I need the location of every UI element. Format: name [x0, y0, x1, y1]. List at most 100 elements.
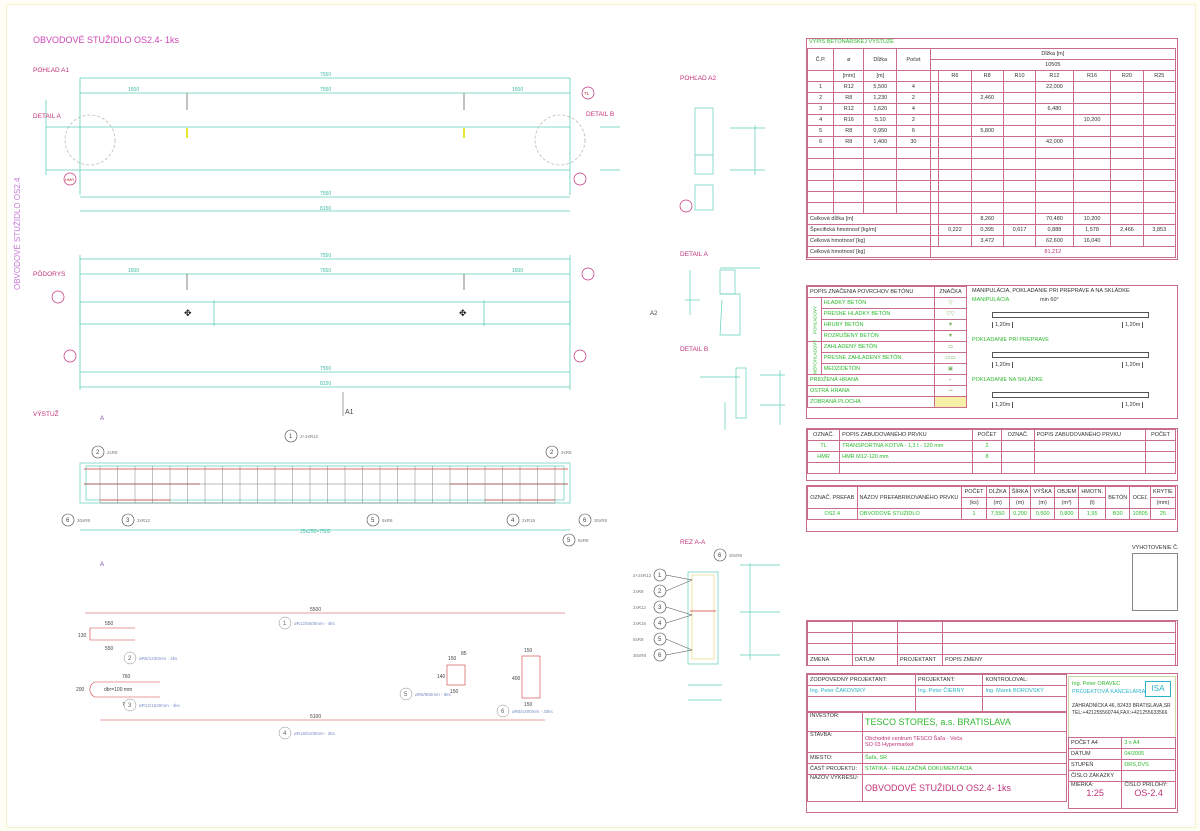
rebar-empty: [929, 169, 940, 181]
handling-left-distance: 1,20m: [992, 402, 1014, 408]
surface-row: MEDZIDETÓN▣: [808, 363, 968, 375]
handling-right-distance: 1,20m: [1122, 322, 1144, 328]
rebar-summary-label: Špecifická hmotnosť [kg/m]: [807, 224, 931, 236]
element-header: BETÓN: [1105, 486, 1131, 509]
revision-empty: [852, 632, 898, 644]
embedded-empty: [1145, 462, 1176, 474]
rebar-summary-value: [1110, 213, 1144, 225]
section-callout-number: 1: [658, 573, 662, 579]
bar-callout-circle: [61, 513, 75, 527]
rebar-empty: [1142, 180, 1177, 192]
rebar-summary-value: 0,888: [1035, 224, 1074, 236]
rebar-length: 1,400: [863, 136, 898, 148]
rebar-empty: [833, 158, 865, 170]
rebar-empty: [938, 147, 972, 159]
rebar-header-3: Počet: [896, 48, 931, 71]
shape3-dim-top: 760: [122, 674, 131, 680]
rebar-empty: [1142, 147, 1177, 159]
handling-title: POKLADANIE NA SKLÁDKE: [972, 377, 1043, 383]
rebar-header-2: Dĺžka: [863, 48, 898, 71]
section-callout-label: 2xR12: [633, 605, 647, 610]
element-unit: (m): [985, 497, 1010, 509]
rebar-length: 0,950: [863, 125, 898, 137]
detail-a-view: [685, 267, 760, 336]
rebar-length: 5,10: [863, 114, 898, 126]
revision-empty: [807, 643, 853, 655]
date-label: DÁTUM: [1067, 748, 1123, 760]
rebar-value: [1002, 103, 1037, 115]
embedded-header: POČET: [971, 429, 1003, 441]
dim-seg-right: 1500: [512, 87, 523, 93]
shape-callout-number: 4: [283, 731, 287, 737]
rebar-empty: [929, 202, 940, 214]
rebar-value: [970, 81, 1004, 93]
rebar-cell: [929, 213, 940, 225]
rebar-cell: [929, 70, 940, 82]
leader-line: [665, 574, 693, 581]
rebar-summary-value: [1002, 213, 1037, 225]
order-label: ČÍSLO ZÁKAZKY: [1067, 770, 1123, 782]
bar-callout-number: 2: [96, 450, 100, 456]
bar-callout-number: 4: [511, 518, 515, 524]
shape-callout-label: øR8/1230mm - 2ks: [139, 656, 178, 661]
detail-b-view: [700, 367, 785, 430]
rebar-empty: [896, 169, 931, 181]
rebar-empty: [1002, 158, 1037, 170]
embedded-empty: [839, 462, 973, 474]
rebar-empty: [1072, 202, 1112, 214]
rebar-value: [1110, 114, 1144, 126]
rebar-empty: [806, 202, 835, 214]
element-header: POČET: [961, 486, 987, 498]
bar-callout-number: 5: [567, 538, 571, 544]
section-callout-circle: [713, 548, 727, 562]
shape3-bend-radius: dbr=100 mm: [104, 687, 132, 693]
part-label: ČASŤ PROJEKTU:: [807, 763, 863, 775]
section-mark-a-top: A: [100, 416, 104, 422]
section-callout-label: 30xR8: [729, 553, 743, 558]
shape-callout-label: øR12/1620mm - 4ks: [139, 703, 181, 708]
embedded-empty: [1033, 451, 1147, 463]
element-header: HMOTN.: [1078, 486, 1107, 498]
rebar-empty: [938, 202, 972, 214]
podorys-plan: [79, 255, 571, 390]
hmr-tag-icon: [573, 172, 587, 186]
stirrups: [99, 466, 556, 503]
embedded-empty: [971, 462, 1003, 474]
drawing-name: OBVODOVÉ STUŽIDLO OS2.4- 1ks: [862, 774, 1067, 802]
section-callout-label: 2xR8: [633, 589, 644, 594]
rebar-empty: [1110, 191, 1144, 203]
surface-mark: ⌐: [933, 374, 968, 386]
shape5-dim-bottom: 150: [450, 689, 459, 695]
rebar-empty: [970, 147, 1004, 159]
dim-podorys-left: 1500: [128, 268, 139, 274]
stage-label: STUPEŇ: [1067, 759, 1123, 771]
building-line2: SO 03 Hypermarket: [865, 742, 914, 748]
rebar-cell: [806, 70, 835, 82]
handling-header: MANIPULÁCIA, POKLADANIE PRI PREPRAVE A N…: [972, 288, 1130, 294]
rebar-empty: [1072, 147, 1112, 159]
rebar-empty: [1142, 169, 1177, 181]
element-unit: (t): [1078, 497, 1107, 509]
title-block: [806, 673, 1178, 813]
rebar-length: 1,620: [863, 103, 898, 115]
revision-empty: [852, 643, 898, 655]
shape-callout-circle: [123, 698, 137, 712]
rebar-diameter: R12: [833, 81, 865, 93]
rebar-empty: [1035, 180, 1074, 192]
rebar-header-0: Č.P.: [806, 48, 835, 71]
rebar-cp: 5: [806, 125, 835, 137]
bar-callout-label: 8xR8: [578, 538, 589, 543]
rebar-unit-mm: [mm]: [833, 70, 865, 82]
shape-callout-circle: [496, 704, 510, 718]
shape-callout-circle: [278, 726, 292, 740]
revision-empty: [852, 621, 898, 633]
pohlad-a1-elevation: [45, 77, 620, 212]
